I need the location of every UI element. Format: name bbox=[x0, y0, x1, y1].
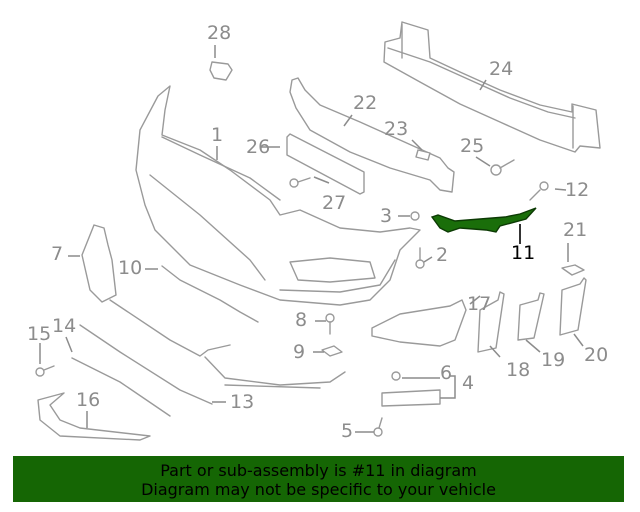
part-4-bracket bbox=[381, 389, 441, 407]
callout-1[interactable]: 1 bbox=[211, 124, 224, 146]
callout-19[interactable]: 19 bbox=[541, 349, 566, 371]
part-14-strip bbox=[71, 324, 213, 417]
part-25-bolt bbox=[490, 159, 515, 176]
callout-17[interactable]: 17 bbox=[467, 293, 492, 315]
callout-28[interactable]: 28 bbox=[207, 22, 232, 44]
callout-11-highlighted[interactable]: 11 bbox=[511, 242, 536, 264]
part-7-bracket bbox=[81, 224, 117, 303]
part-18-bracket bbox=[477, 291, 505, 353]
callout-27[interactable]: 27 bbox=[322, 192, 347, 214]
part-26-license-bracket bbox=[286, 133, 365, 195]
part-11-highlighted-bracket bbox=[430, 207, 537, 233]
part-24-reinforcement-beam bbox=[383, 21, 601, 153]
part-13-lower-molding bbox=[109, 299, 346, 389]
part-9-clip bbox=[321, 345, 343, 357]
part-1-bumper-cover bbox=[135, 85, 421, 306]
callout-26[interactable]: 26 bbox=[246, 136, 271, 158]
part-17-fog-bezel bbox=[371, 299, 467, 347]
part-12-screw bbox=[529, 181, 549, 201]
banner-line-part-number: Part or sub-assembly is #11 in diagram bbox=[160, 461, 477, 480]
callout-5[interactable]: 5 bbox=[341, 420, 354, 442]
callout-6[interactable]: 6 bbox=[440, 362, 453, 384]
callout-13[interactable]: 13 bbox=[230, 391, 255, 413]
callout-2[interactable]: 2 bbox=[436, 244, 449, 266]
callout-8[interactable]: 8 bbox=[295, 309, 308, 331]
callout-15[interactable]: 15 bbox=[27, 323, 52, 345]
part-16-trim bbox=[37, 392, 151, 441]
callout-12[interactable]: 12 bbox=[565, 179, 590, 201]
part-28-clip bbox=[209, 61, 233, 81]
callout-20[interactable]: 20 bbox=[584, 344, 609, 366]
part-6-nut bbox=[391, 371, 401, 381]
part-3-nut bbox=[410, 211, 420, 221]
part-19-bracket bbox=[517, 292, 545, 341]
callout-7[interactable]: 7 bbox=[51, 243, 64, 265]
part-15-screw bbox=[35, 365, 55, 377]
part-27-screw bbox=[289, 177, 311, 188]
callout-21[interactable]: 21 bbox=[563, 219, 588, 241]
callout-25[interactable]: 25 bbox=[460, 135, 485, 157]
callout-22[interactable]: 22 bbox=[353, 92, 378, 114]
banner-line-disclaimer: Diagram may not be specific to your vehi… bbox=[141, 480, 496, 499]
callout-14[interactable]: 14 bbox=[52, 315, 77, 337]
parts-diagram: 1 2 3 4 5 6 7 8 9 10 11 12 13 14 15 16 1… bbox=[27, 21, 609, 442]
info-banner: Part or sub-assembly is #11 in diagram D… bbox=[13, 456, 624, 502]
part-2-screw bbox=[415, 247, 425, 269]
part-8-screw bbox=[325, 313, 335, 335]
callout-9[interactable]: 9 bbox=[293, 341, 306, 363]
callout-10[interactable]: 10 bbox=[118, 257, 143, 279]
callout-23[interactable]: 23 bbox=[384, 118, 409, 140]
callout-16[interactable]: 16 bbox=[76, 389, 101, 411]
callout-24[interactable]: 24 bbox=[489, 58, 514, 80]
part-21-clip bbox=[561, 264, 585, 276]
callout-3[interactable]: 3 bbox=[380, 205, 393, 227]
part-10-grille-strip bbox=[161, 265, 259, 323]
callout-18[interactable]: 18 bbox=[506, 359, 531, 381]
part-23-label bbox=[415, 149, 431, 161]
part-5-screw bbox=[373, 417, 383, 437]
part-22-energy-absorber bbox=[289, 77, 455, 193]
callout-4[interactable]: 4 bbox=[462, 372, 475, 394]
diagram-drawing bbox=[35, 21, 601, 441]
callout-leaders bbox=[39, 45, 584, 433]
part-20-bracket bbox=[559, 277, 587, 336]
